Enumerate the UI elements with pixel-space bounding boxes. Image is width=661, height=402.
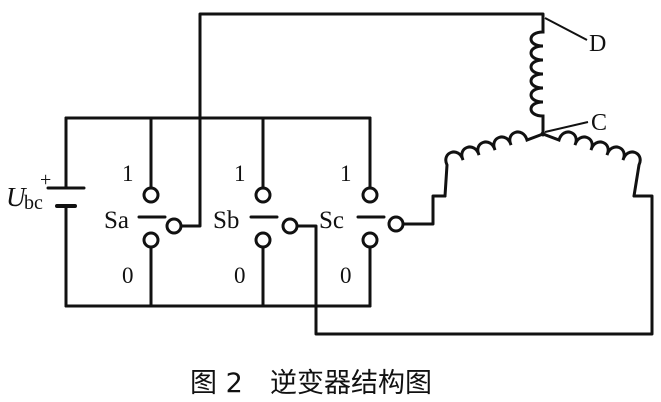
- sc-label-1: 1: [340, 161, 352, 186]
- node-label-c: C: [591, 110, 607, 136]
- d-leader-line: [544, 17, 588, 41]
- winding-vertical: [529, 22, 545, 136]
- sa-label-1: 1: [122, 161, 134, 186]
- caption-number: 图 2: [190, 368, 243, 399]
- phase-wiring: [179, 12, 654, 336]
- phase-b-wire: [295, 194, 654, 336]
- sc-common-terminal: [387, 215, 405, 233]
- switch-sa: 1 0 Sa: [104, 116, 183, 308]
- figure-caption: 图 2 逆变器结构图: [190, 368, 432, 399]
- sc-terminal-0: [361, 231, 379, 249]
- sb-name: Sb: [213, 207, 239, 234]
- sa-terminal-1: [142, 186, 160, 204]
- sb-terminal-1: [254, 186, 272, 204]
- source-label-subscript: bc: [24, 192, 43, 214]
- winding-right: [541, 130, 642, 198]
- sc-label-0: 0: [340, 263, 352, 288]
- sc-terminal-1: [361, 186, 379, 204]
- sa-common-terminal: [165, 217, 183, 235]
- sb-label-1: 1: [234, 161, 246, 186]
- dc-source: U bc +: [6, 169, 86, 214]
- node-label-d: D: [589, 31, 606, 57]
- sa-terminal-0: [142, 231, 160, 249]
- source-label-main: U: [6, 182, 27, 212]
- switch-sb: 1 0 Sb: [213, 116, 299, 308]
- c-leader-line: [544, 121, 589, 133]
- sa-name: Sa: [104, 207, 129, 234]
- sc-name: Sc: [319, 207, 344, 234]
- switch-sc: 1 0 Sc: [319, 116, 405, 308]
- winding-left: [443, 130, 545, 198]
- dc-bus: [64, 116, 372, 308]
- sb-label-0: 0: [234, 263, 246, 288]
- phase-a-wire: [179, 12, 545, 228]
- sb-common-terminal: [281, 217, 299, 235]
- sb-terminal-0: [254, 231, 272, 249]
- source-polarity-sign: +: [40, 169, 51, 191]
- node-labels: D C: [544, 17, 607, 136]
- phase-c-wire: [401, 194, 447, 226]
- caption-title: 逆变器结构图: [270, 368, 432, 399]
- motor-windings: [443, 22, 642, 198]
- sa-label-0: 0: [122, 263, 134, 288]
- star-node: [540, 131, 546, 137]
